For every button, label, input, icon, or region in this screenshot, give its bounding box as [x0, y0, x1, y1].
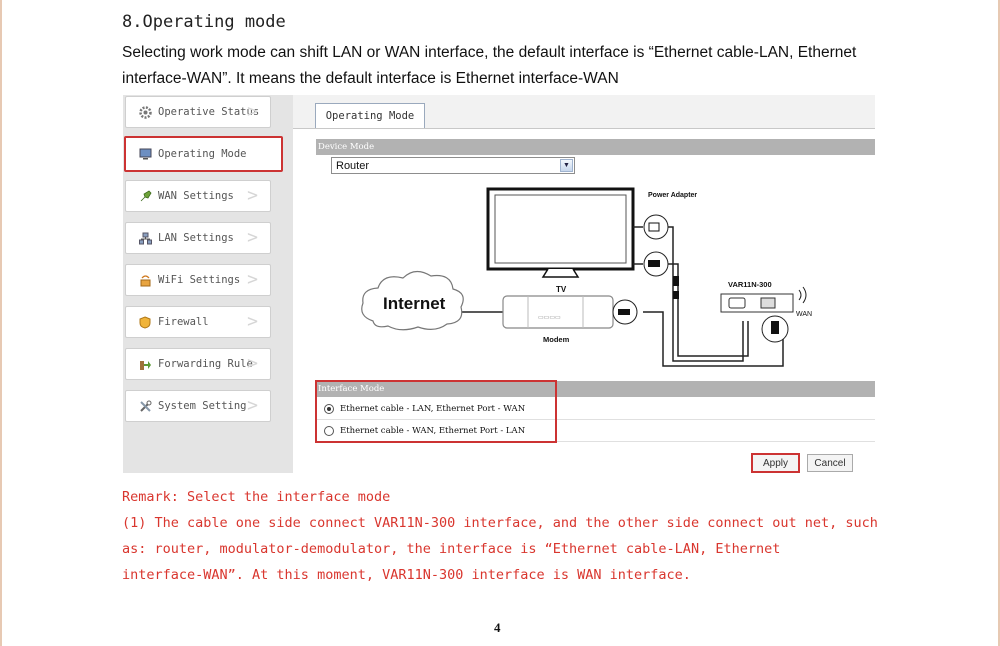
- plug-icon: [138, 189, 152, 203]
- power-adapter-label: Power Adapter: [648, 192, 697, 199]
- chevron-right-icon: >: [247, 311, 258, 332]
- power-adapter-icon: [643, 214, 669, 277]
- remark-line: (1) The cable one side connect VAR11N-30…: [122, 515, 878, 531]
- wifi-icon: [138, 273, 152, 287]
- sidebar-item-label: LAN Settings: [158, 232, 234, 244]
- sidebar-item-label: WiFi Settings: [158, 274, 241, 286]
- device-mode-select[interactable]: Router ▼: [331, 157, 575, 174]
- sidebar-item-wan-settings[interactable]: WAN Settings >: [125, 180, 271, 212]
- page-edge-right: [998, 0, 1000, 646]
- interface-option-2[interactable]: Ethernet cable - WAN, Ethernet Port - LA…: [316, 420, 875, 442]
- sidebar-item-label: Operating Mode: [158, 148, 247, 160]
- chevron-down-icon[interactable]: ▼: [560, 159, 573, 172]
- section-heading: 8.Operating mode: [122, 12, 286, 32]
- chevron-right-icon: >: [247, 269, 258, 290]
- chevron-right-icon: >: [247, 395, 258, 416]
- tab-bar: Operating Mode: [293, 95, 875, 129]
- router-device-icon: [720, 286, 807, 343]
- wan-label: WAN: [796, 311, 812, 318]
- interface-option-label: Ethernet cable - WAN, Ethernet Port - LA…: [340, 425, 526, 436]
- interface-option-1[interactable]: Ethernet cable - LAN, Ethernet Port - WA…: [316, 398, 875, 420]
- remark-line: Remark: Select the interface mode: [122, 489, 391, 505]
- sidebar-item-operative-status[interactable]: Operative Status >: [125, 96, 271, 128]
- tab-operating-mode[interactable]: Operating Mode: [315, 103, 425, 128]
- sidebar-item-label: Operative Status: [158, 106, 260, 118]
- page-edge-left: [0, 0, 2, 646]
- chevron-right-icon: >: [247, 227, 258, 248]
- monitor-icon: [138, 147, 152, 161]
- radio-button-selected[interactable]: [324, 403, 334, 414]
- sidebar-item-lan-settings[interactable]: LAN Settings >: [125, 222, 271, 254]
- gear-icon: [138, 105, 152, 119]
- sidebar-item-operating-mode[interactable]: Operating Mode: [124, 136, 283, 172]
- main-content: Device Mode Router ▼ TV Power Adapter: [293, 129, 875, 473]
- interface-mode-highlight: [315, 380, 557, 443]
- cancel-button[interactable]: Cancel: [807, 454, 853, 472]
- network-icon: [138, 231, 152, 245]
- page-number: 4: [494, 620, 501, 635]
- device-mode-value: Router: [336, 160, 370, 172]
- modem-icon: ▭▭▭▭: [502, 295, 614, 329]
- sidebar-item-label: Forwarding Rule: [158, 358, 253, 370]
- apply-button[interactable]: Apply: [751, 453, 800, 473]
- device-mode-header: Device Mode: [316, 139, 875, 155]
- sidebar: Operative Status > Operating Mode WAN Se…: [123, 95, 293, 473]
- router-ui-screenshot: Operative Status > Operating Mode WAN Se…: [123, 95, 875, 473]
- device-label: VAR11N-300: [728, 280, 772, 289]
- chevron-right-icon: >: [247, 353, 258, 374]
- chevron-right-icon: >: [247, 185, 258, 206]
- forward-icon: [138, 357, 152, 371]
- sidebar-item-wifi-settings[interactable]: WiFi Settings >: [125, 264, 271, 296]
- tv-label: TV: [556, 285, 567, 294]
- sidebar-item-label: WAN Settings: [158, 190, 234, 202]
- sidebar-item-system-setting[interactable]: System Setting >: [125, 390, 271, 422]
- sidebar-item-label: System Setting: [158, 400, 247, 412]
- tools-icon: [138, 399, 152, 413]
- cloud-icon: [361, 270, 464, 331]
- modem-label: Modem: [543, 335, 570, 344]
- interface-mode-header: Interface Mode: [316, 381, 875, 397]
- remark-line: as: router, modulator-demodulator, the i…: [122, 541, 781, 557]
- internet-label: Internet: [383, 294, 446, 313]
- sidebar-item-firewall[interactable]: Firewall >: [125, 306, 271, 338]
- remark-line: interface-WAN”. At this moment, VAR11N-3…: [122, 567, 691, 583]
- interface-option-label: Ethernet cable - LAN, Ethernet Port - WA…: [340, 403, 526, 414]
- connection-diagram: TV Power Adapter: [361, 187, 812, 367]
- intro-paragraph: Selecting work mode can shift LAN or WAN…: [122, 44, 857, 87]
- radio-button[interactable]: [324, 425, 334, 436]
- remark-block: Remark: Select the interface mode (1) Th…: [122, 484, 902, 588]
- tv-icon: [486, 187, 635, 278]
- sidebar-item-label: Firewall: [158, 316, 209, 328]
- chevron-right-icon: >: [247, 101, 258, 122]
- svg-text:▭▭▭▭: ▭▭▭▭: [538, 315, 561, 321]
- sidebar-item-forwarding-rule[interactable]: Forwarding Rule >: [125, 348, 271, 380]
- shield-icon: [138, 315, 152, 329]
